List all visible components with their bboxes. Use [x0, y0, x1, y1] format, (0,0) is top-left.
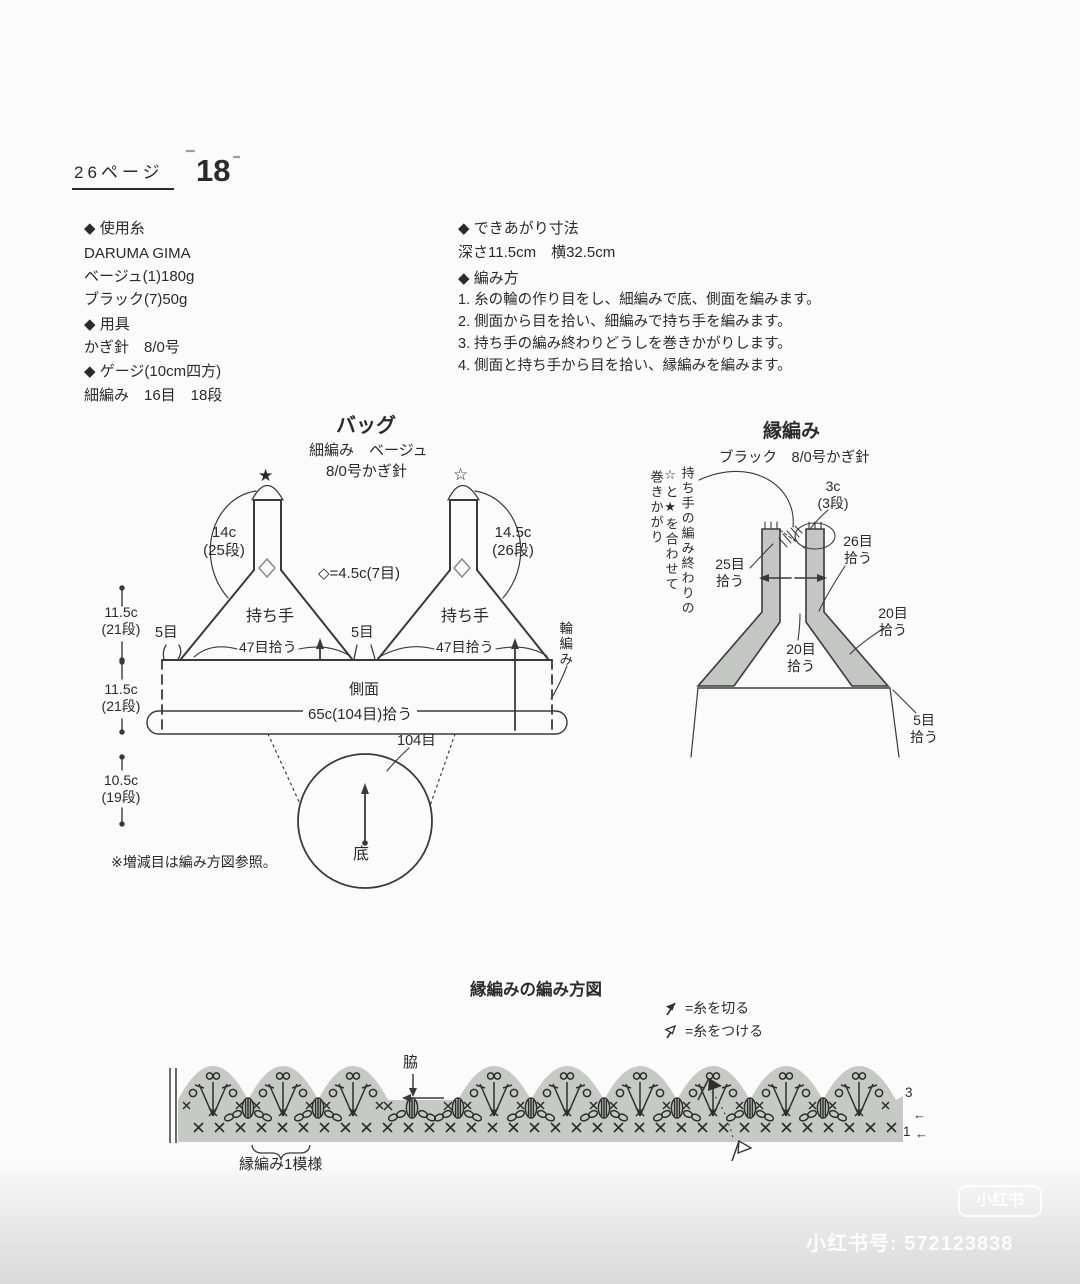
scan-marks [186, 149, 240, 159]
gauge-value: 細編み 16目 18段 [84, 387, 223, 404]
star-filled-marker: ★ [258, 466, 274, 485]
row-arrow-mid: ← [913, 1107, 926, 1122]
handle-dim-left: 14c (25段) [203, 524, 245, 560]
size-value: 深さ11.5cm 横32.5cm [458, 244, 616, 261]
dim-base: 10.5c(19段) [101, 772, 141, 806]
howto-header: ◆ 編み方 [458, 270, 519, 287]
edge-pick-20-mid: 20目拾う [786, 641, 816, 675]
edge-subtitle: ブラック 8/0号かぎ針 [719, 450, 870, 466]
legend-attach-text: =糸をつける [685, 1023, 764, 1039]
sts-104-label: 104目 [397, 733, 436, 749]
row-number-3: 3 [905, 1085, 913, 1100]
bag-note: ※増減目は編み方図参照。 [111, 854, 277, 870]
legend-cut-text: =糸を切る [685, 1000, 750, 1016]
edge-pick-5: 5目拾う [910, 712, 938, 746]
five-sts-center: 5目 [351, 625, 374, 641]
one-pattern-label: 縁編み1模様 [239, 1156, 323, 1173]
tools-value: かぎ針 8/0号 [84, 339, 180, 356]
chart-title: 縁編みの編み方図 [470, 981, 602, 999]
attach-yarn-icon [664, 1024, 677, 1038]
diamond-marker-left [258, 557, 276, 579]
cut-yarn-icon [666, 1002, 676, 1015]
bag-diagram [119, 484, 568, 889]
edge-diagram [690, 470, 917, 758]
pickup-47-left: 47目拾う [239, 639, 297, 655]
row-arrow-low: ← [915, 1126, 928, 1141]
five-sts-left: 5目 [155, 625, 178, 641]
handle-dim-right: 14.5c (26段) [492, 524, 534, 560]
xiaohongshu-badge: 小红书 [958, 1185, 1042, 1217]
attach-yarn-symbol [731, 1139, 753, 1162]
star-open-marker: ☆ [453, 465, 469, 484]
howto-step-1: 1. 糸の輪の作り目をし、細編みで底、側面を編みます。 [458, 292, 821, 308]
edge-pick-20-right: 20目拾う [878, 605, 908, 639]
yarn-color-2: ブラック(7)50g [84, 291, 188, 308]
legend-cut-row: =糸を切る [663, 998, 749, 1018]
xiaohongshu-id: 小红书号: 572123838 [806, 1233, 1014, 1255]
item-number: 18 [196, 153, 231, 188]
edge-pick-26: 26目拾う [843, 533, 873, 567]
edge-note-col-2: ☆と★を合わせて [663, 468, 679, 592]
base-pickup-label: 65c(104目)拾う [303, 706, 418, 724]
cut-yarn-symbol [697, 1077, 722, 1101]
handle-label-left: 持ち手 [246, 608, 295, 625]
edge-title: 縁編み [763, 421, 821, 442]
tools-header: ◆ 用具 [84, 316, 130, 333]
page-ref: 26ページ [72, 163, 174, 191]
diamond-legend: ◇=4.5c(7目) [318, 565, 400, 582]
bottom-label: 底 [353, 846, 370, 863]
howto-step-3: 3. 持ち手の編み終わりどうしを巻きかがりします。 [458, 336, 792, 352]
yarn-brand: DARUMA GIMA [84, 245, 191, 262]
size-header: ◆ できあがり寸法 [458, 220, 579, 237]
edge-dim-3c: 3c(3段) [817, 478, 849, 512]
handle-label-right: 持ち手 [441, 608, 490, 625]
bag-subtitle-1: 細編み ベージュ [309, 442, 428, 459]
dim-side-lower: 11.5c(21段) [101, 681, 141, 715]
gauge-header: ◆ ゲージ(10cm四方) [84, 363, 222, 380]
waki-label: 脇 [403, 1054, 419, 1071]
ring-knit-label: 輪編み [557, 621, 573, 668]
pickup-47-right: 47目拾う [436, 639, 494, 655]
bag-subtitle-2: 8/0号かぎ針 [326, 463, 407, 480]
yarn-header: ◆ 使用糸 [84, 220, 145, 237]
howto-step-2: 2. 側面から目を拾い、細編みで持ち手を編みます。 [458, 314, 792, 330]
dim-side-upper: 11.5c(21段) [101, 604, 141, 638]
edge-pick-25: 25目拾う [715, 556, 745, 590]
edge-chart [169, 1066, 903, 1162]
howto-step-4: 4. 側面と持ち手から目を拾い、縁編みを編みます。 [458, 358, 792, 374]
pattern-brace [251, 1144, 311, 1161]
edge-note-col-1: 持ち手の編み終わりの [679, 466, 695, 616]
bag-title: バッグ [336, 415, 396, 437]
yarn-color-1: ベージュ(1)180g [84, 268, 195, 285]
scan-shadow [0, 1158, 1080, 1284]
legend-attach-row: =糸をつける [663, 1021, 763, 1041]
side-label: 側面 [349, 681, 380, 698]
row-number-1: 1 [903, 1124, 911, 1139]
edge-note-col-3: 巻きかがり [648, 470, 664, 545]
diamond-marker-right [453, 557, 471, 579]
